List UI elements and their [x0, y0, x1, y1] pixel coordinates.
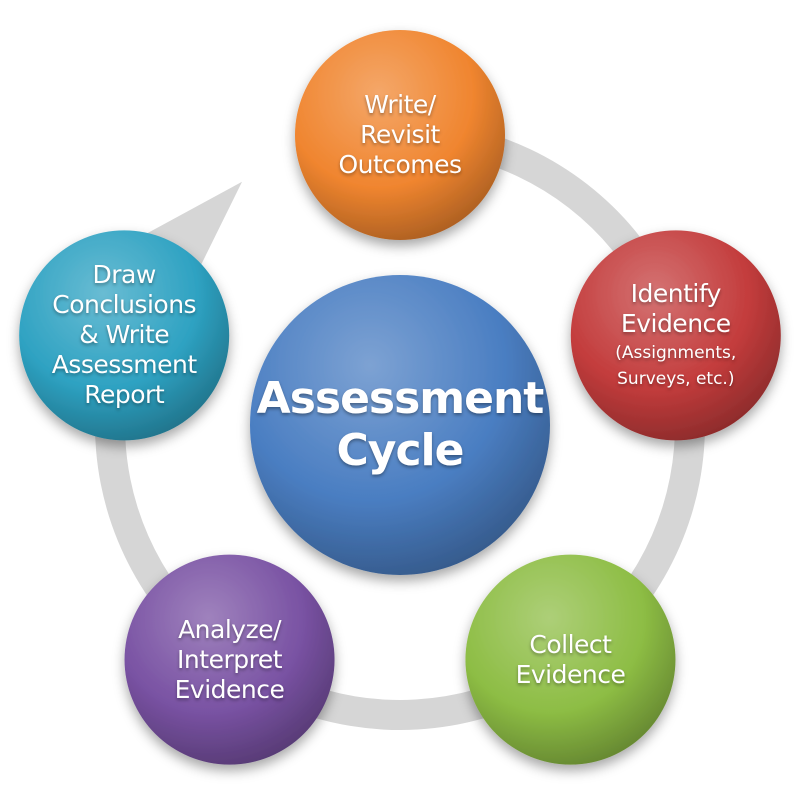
center-circle: [250, 275, 550, 575]
step-circle-write-revisit-outcomes: [295, 30, 505, 240]
step-circle-analyze-interpret-evidence: [124, 554, 335, 765]
step-circle-draw-conclusions-report: [19, 230, 230, 441]
step-circle-identify-evidence: [570, 230, 781, 441]
step-circle-collect-evidence: [465, 554, 676, 765]
